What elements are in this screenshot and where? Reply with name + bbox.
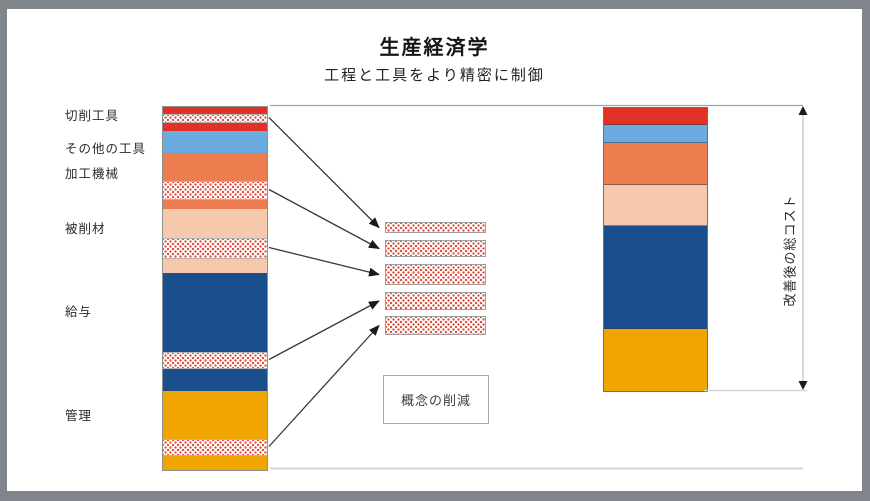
reduction-arrow-3 (268, 300, 380, 361)
chart-subtitle: 工程と工具をより精密に制御 (324, 67, 545, 84)
category-label-5: 管理 (65, 409, 93, 423)
rightBar-segment-3-peach (604, 185, 707, 226)
leftBar-segment-13-gold (163, 391, 267, 439)
chart-title: 生産経済学 (379, 37, 490, 59)
after-cost-stacked-bar (603, 107, 708, 392)
leftBar-segment-11-dotted (163, 352, 267, 369)
category-label-1: その他の工具 (65, 142, 147, 156)
reduction-arrow-1 (268, 188, 380, 250)
reduction-note-box: 概念の削減 (383, 375, 489, 424)
leftBar-segment-1-dotted (163, 114, 267, 123)
rightBar-segment-2-orange (604, 143, 707, 185)
category-label-2: 加工機械 (65, 167, 120, 181)
leftBar-segment-5-dotted (163, 181, 267, 200)
reduction-arrows (268, 117, 380, 447)
reduction-note-label: 概念の削減 (400, 393, 471, 408)
after-total-cost-label: 改善後の総コスト (782, 194, 798, 307)
rightBar-segment-0-red (604, 108, 707, 125)
rightBar-segment-4-navy (604, 226, 707, 329)
leftBar-segment-8-dotted (163, 238, 267, 259)
rightBar-segment-5-gold (604, 329, 707, 391)
rightBar-segment-1-lightblue (604, 125, 707, 143)
leftBar-segment-6-orange (163, 200, 267, 209)
leftBar-segment-2-red (163, 123, 267, 131)
category-label-3: 被削材 (65, 222, 106, 236)
category-label-0: 切削工具 (65, 109, 120, 123)
reduction-arrow-4 (268, 324, 380, 447)
leftBar-segment-4-orange (163, 153, 267, 181)
leftBar-segment-14-dotted (163, 439, 267, 456)
leftBar-segment-10-navy (163, 273, 267, 352)
reduction-arrow-2 (268, 246, 380, 277)
reduction-bar-4 (385, 316, 486, 335)
leftBar-segment-3-lightblue (163, 131, 267, 153)
leftBar-segment-12-navy (163, 369, 267, 391)
measure-arrowhead-bottom (798, 381, 808, 390)
leftBar-segment-0-red (163, 107, 267, 114)
leftBar-segment-15-gold (163, 456, 267, 470)
leftBar-segment-7-peach (163, 209, 267, 238)
reduction-bar-3 (385, 292, 486, 310)
reduction-bar-0 (385, 222, 486, 233)
reduction-bar-1 (385, 240, 486, 257)
measure-arrowhead-top (798, 106, 808, 115)
category-label-4: 給与 (65, 305, 93, 319)
leftBar-segment-9-peach (163, 259, 267, 273)
slide-canvas: 生産経済学 工程と工具をより精密に制御 切削工具その他の工具加工機械被削材給与管… (7, 9, 862, 491)
reduction-arrow-0 (268, 117, 380, 229)
reduction-bar-2 (385, 264, 486, 285)
before-cost-stacked-bar (162, 106, 268, 471)
